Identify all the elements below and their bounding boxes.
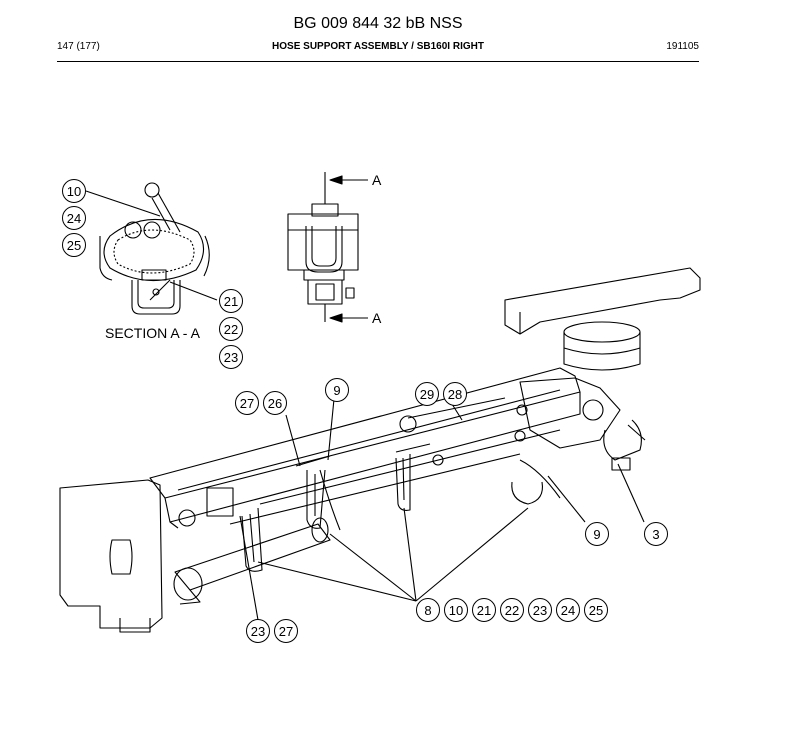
section-marker-top: A (372, 172, 382, 188)
callout-25: 25 (62, 233, 86, 257)
callout-27: 27 (235, 391, 259, 415)
callout-3: 3 (644, 522, 668, 546)
section-marker-bottom: A (372, 310, 382, 326)
callout-21: 21 (219, 289, 243, 313)
callout-23-lower: 23 (246, 619, 270, 643)
callout-22-bottom: 22 (500, 598, 524, 622)
callout-10-bottom: 10 (444, 598, 468, 622)
callout-9: 9 (325, 378, 349, 402)
callout-23-bottom: 23 (528, 598, 552, 622)
document-id: BG 009 844 32 bB NSS (293, 15, 463, 32)
callout-29: 29 (415, 382, 439, 406)
callout-8: 8 (416, 598, 440, 622)
callout-24: 24 (62, 206, 86, 230)
callout-9-right: 9 (585, 522, 609, 546)
callout-27-lower: 27 (274, 619, 298, 643)
callout-25-bottom: 25 (584, 598, 608, 622)
revision-date: 191105 (666, 41, 699, 52)
section-detail-drawing (99, 182, 210, 315)
section-a-a-label: SECTION A - A (105, 325, 200, 341)
callout-26: 26 (263, 391, 287, 415)
page-number: 147 (177) (57, 41, 100, 52)
callout-10: 10 (62, 179, 86, 203)
top-view-drawing (287, 172, 368, 323)
callout-23: 23 (219, 345, 243, 369)
boom-assembly-drawing (59, 267, 701, 633)
header-rule (57, 61, 699, 62)
callout-22: 22 (219, 317, 243, 341)
leader-lines (85, 190, 645, 621)
callout-24-bottom: 24 (556, 598, 580, 622)
drawing-title: HOSE SUPPORT ASSEMBLY / SB160I RIGHT (272, 41, 484, 52)
callout-28: 28 (443, 382, 467, 406)
callout-21-bottom: 21 (472, 598, 496, 622)
